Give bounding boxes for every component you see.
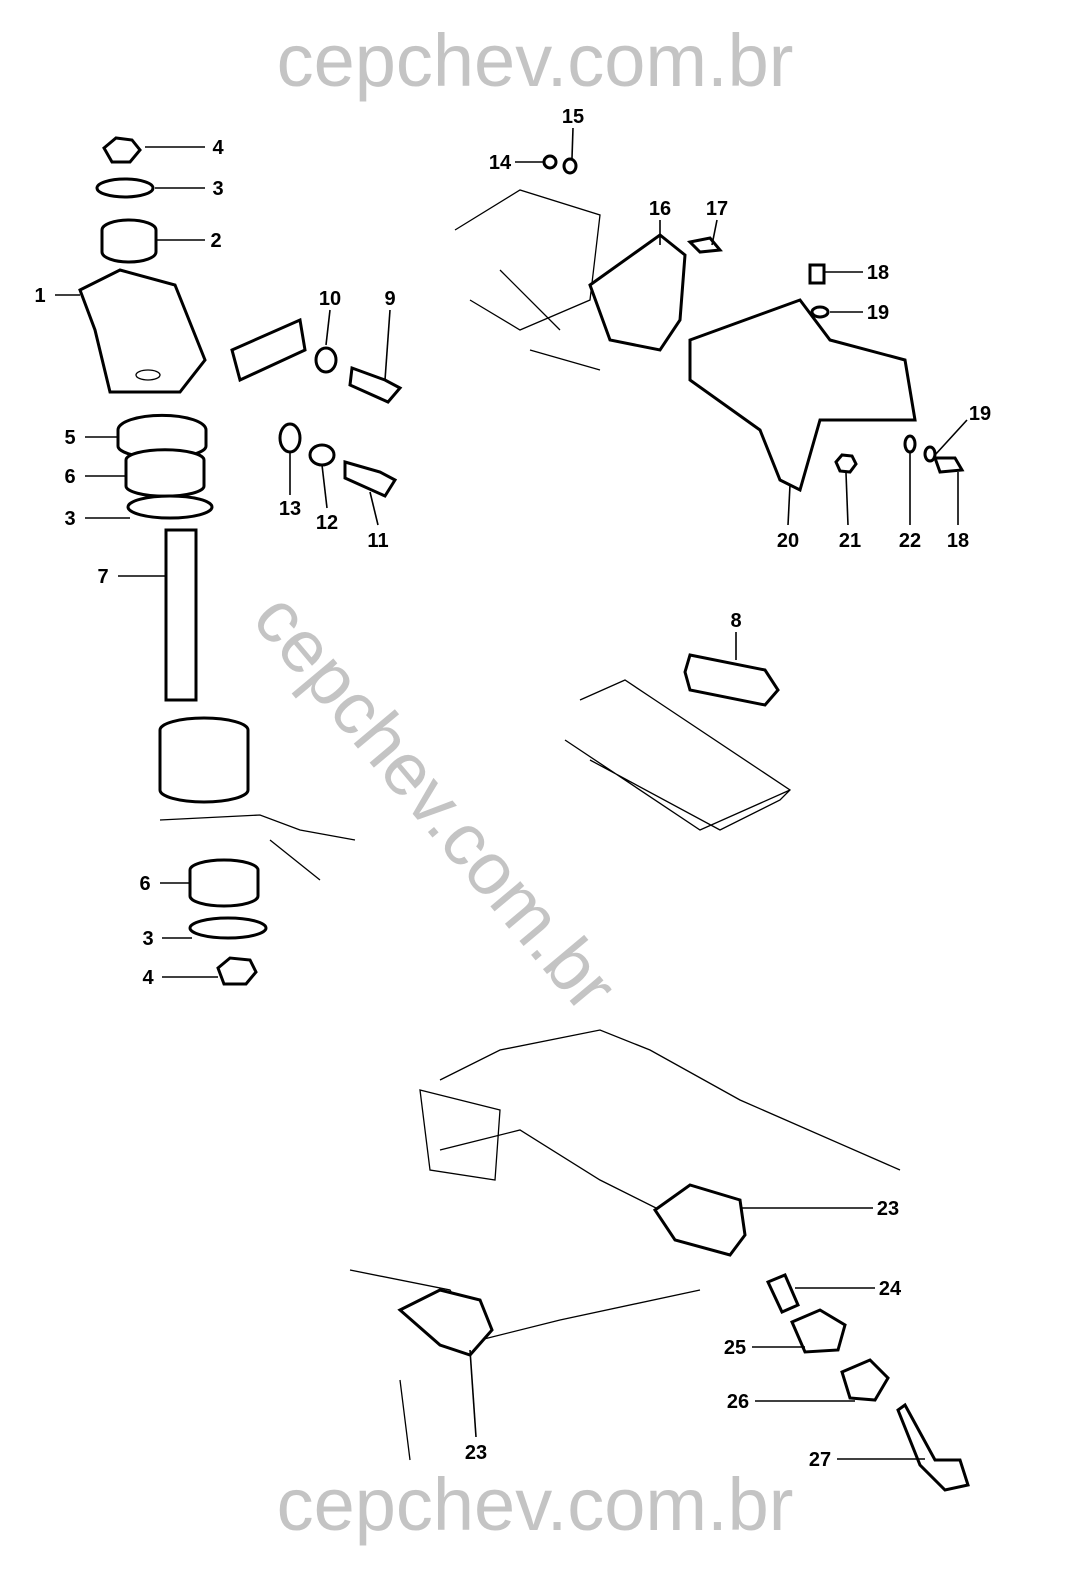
callout-7: 7 [97, 566, 108, 588]
washer-22 [903, 434, 917, 454]
bolt-17 [686, 236, 723, 254]
callout-19: 19 [969, 403, 991, 425]
transmission-mount-assembly [454, 127, 968, 526]
lower-cushion [158, 716, 250, 804]
bolt-18 [808, 263, 826, 285]
callout-27: 27 [809, 1449, 831, 1471]
brace [230, 317, 307, 383]
washer-12 [308, 443, 336, 467]
callout-12: 12 [316, 512, 338, 534]
nut-21 [834, 453, 858, 474]
bolt-7 [164, 528, 198, 702]
washer-15 [562, 157, 578, 175]
callout-23: 23 [465, 1442, 487, 1464]
washer-3 [126, 494, 214, 520]
callout-5: 5 [64, 427, 75, 449]
engine-mount-assembly [349, 1029, 970, 1492]
bracket [78, 268, 207, 394]
nut-top [102, 136, 142, 164]
callout-21: 21 [839, 530, 861, 552]
callout-3: 3 [212, 178, 223, 200]
callout-18: 18 [947, 530, 969, 552]
pad-8 [683, 653, 780, 707]
callout-4: 4 [142, 967, 154, 989]
callout-3: 3 [64, 508, 75, 530]
bolt-9 [348, 365, 403, 404]
mount-16 [588, 233, 687, 352]
spacer-24 [765, 1273, 800, 1314]
callout-14: 14 [489, 152, 512, 174]
callout-15: 15 [562, 106, 584, 128]
cushion-26 [840, 1358, 890, 1402]
callout-13: 13 [279, 498, 301, 520]
callout-20: 20 [777, 530, 799, 552]
callout-23: 23 [877, 1198, 899, 1220]
callout-1: 1 [34, 285, 45, 307]
bushing-top [100, 218, 158, 264]
callout-16: 16 [649, 198, 671, 220]
watermark-top: cepchev.com.br [277, 19, 794, 102]
washer-13 [278, 422, 302, 454]
callout-3: 3 [142, 928, 153, 950]
pad-assembly [564, 632, 792, 831]
cushion-6 [124, 448, 206, 498]
callout-22: 22 [899, 530, 921, 552]
retainer-25 [790, 1308, 847, 1354]
washer-19 [810, 305, 830, 319]
watermark-diagonal: cepchev.com.br [238, 577, 634, 1026]
bolt-27 [896, 1402, 970, 1492]
callout-9: 9 [384, 288, 395, 310]
bolt-18b [932, 456, 965, 474]
callout-10: 10 [319, 288, 341, 310]
callout-17: 17 [706, 198, 728, 220]
washer-3-lower [188, 916, 268, 940]
callout-2: 2 [210, 230, 221, 252]
callout-6: 6 [64, 466, 75, 488]
callout-26: 26 [727, 1391, 749, 1413]
washer-19b [923, 445, 937, 463]
mount-23-left [397, 1288, 494, 1357]
callout-18: 18 [867, 262, 889, 284]
callout-25: 25 [724, 1337, 746, 1359]
callout-4: 4 [212, 137, 224, 159]
washer-10 [314, 346, 338, 374]
callout-6: 6 [139, 873, 150, 895]
mount-23-right [652, 1183, 747, 1257]
callout-8: 8 [730, 610, 741, 632]
crossmember-20 [688, 298, 917, 493]
callout-11: 11 [367, 530, 388, 552]
callout-19: 19 [867, 302, 889, 324]
bolt-11 [343, 460, 398, 498]
body-mount-assembly [55, 136, 403, 986]
washer-top [95, 177, 155, 199]
nut-lower [216, 956, 258, 986]
callout-labels: 4 3 2 1 10 9 5 6 3 13 12 11 7 6 3 4 15 1… [34, 106, 991, 1471]
cushion-6-lower [188, 858, 260, 908]
nut-14 [542, 154, 558, 170]
callout-24: 24 [879, 1278, 902, 1300]
watermark-bottom: cepchev.com.br [277, 1463, 794, 1546]
